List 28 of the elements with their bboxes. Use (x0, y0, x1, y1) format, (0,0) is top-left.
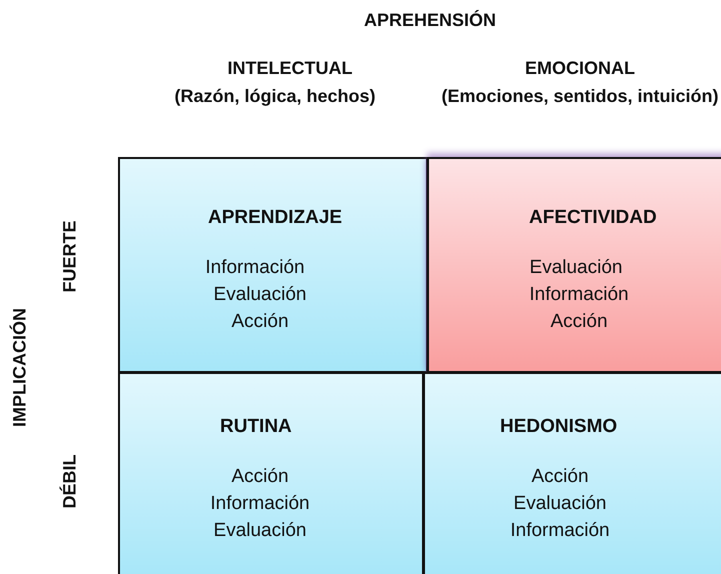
quadrant-cell (118, 372, 424, 574)
row-heading: DÉBIL (60, 454, 80, 510)
quadrant-title: APRENDIZAJE (208, 207, 342, 229)
list-item: Evaluación (212, 284, 308, 306)
axis-title: IMPLICACIÓN (10, 307, 30, 429)
quadrant-title: RUTINA (220, 416, 292, 438)
list-item: Evaluación (528, 257, 624, 279)
list-item: Información (509, 520, 611, 542)
row-heading: FUERTE (60, 220, 80, 294)
axis-title: APREHENSIÓN (362, 10, 498, 31)
list-item: Evaluación (512, 493, 608, 515)
list-item: Acción (549, 311, 609, 333)
quadrant-title: AFECTIVIDAD (529, 207, 657, 229)
column-heading: EMOCIONAL (524, 58, 636, 79)
list-item: Información (209, 493, 311, 515)
list-item: Acción (230, 311, 290, 333)
list-item: Información (204, 257, 306, 279)
list-item: Acción (530, 466, 590, 488)
quadrant-cell (423, 372, 721, 574)
column-description: (Emociones, sentidos, intuición) (440, 86, 720, 107)
column-heading: INTELECTUAL (226, 58, 354, 79)
list-item: Acción (230, 466, 290, 488)
quadrant-cell (118, 157, 428, 373)
list-item: Información (528, 284, 630, 306)
list-item: Evaluación (212, 520, 308, 542)
quadrant-title: HEDONISMO (500, 416, 618, 438)
column-description: (Razón, lógica, hechos) (173, 86, 377, 107)
quadrant-cell (427, 157, 721, 373)
